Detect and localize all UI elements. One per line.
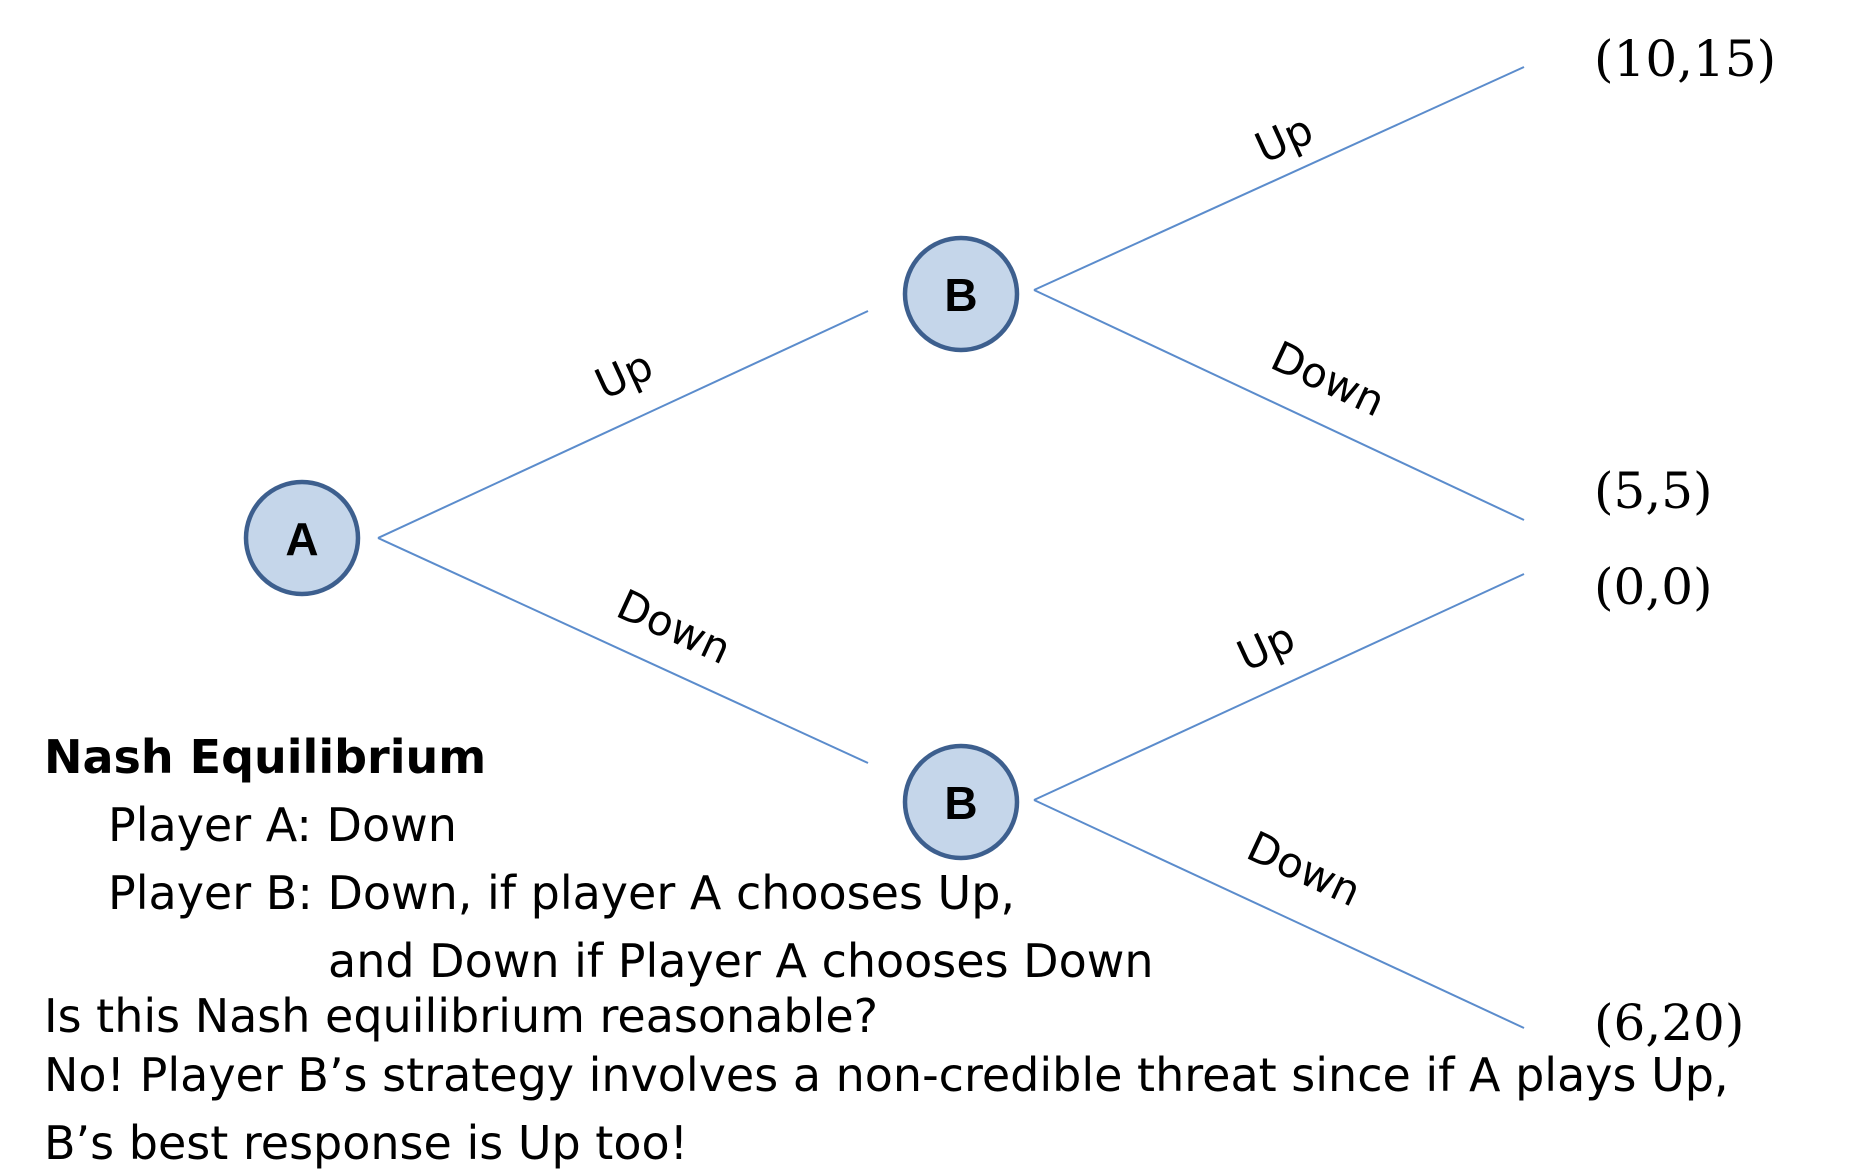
answer-text: No! Player B’s strategy involves a non-c… [44,1048,1729,1102]
edge-a-up [377,310,869,539]
nash-equilibrium-title: Nash Equilibrium [44,730,487,784]
player-b-strategy: Player B: Down, if player A chooses Up, [108,866,1016,920]
edge-b-bottom-up [1033,573,1525,801]
answer-text-cont: B’s best response is Up too! [44,1116,689,1170]
edge-b-bottom-down [1033,799,1525,1029]
edge-b-top-up [1033,66,1525,291]
node-a: A [243,479,361,597]
node-b-top: B [902,235,1020,353]
edge-label-b-top-down: Down [1264,331,1393,426]
edge-label-b-top-up: Up [1248,105,1321,173]
player-b-strategy-cont: and Down if Player A chooses Down [328,934,1154,988]
payoff-down-up: (0,0) [1594,558,1713,616]
player-a-strategy: Player A: Down [108,798,457,852]
edge-a-down [377,537,869,764]
edge-b-top-down [1033,289,1525,521]
edge-label-a-up: Up [588,341,661,410]
payoff-up-down: (5,5) [1594,462,1713,520]
question-text: Is this Nash equilibrium reasonable? [44,989,879,1043]
edge-label-a-down: Down [610,580,739,674]
payoff-up-up: (10,15) [1594,30,1776,88]
edge-label-b-bottom-down: Down [1240,822,1369,917]
node-b-bottom: B [902,743,1020,861]
payoff-down-down: (6,20) [1594,994,1744,1052]
node-b-top-label: B [944,269,977,321]
edge-label-b-bottom-up: Up [1230,613,1303,682]
node-a-label: A [285,513,318,565]
node-b-bottom-label: B [944,777,977,829]
